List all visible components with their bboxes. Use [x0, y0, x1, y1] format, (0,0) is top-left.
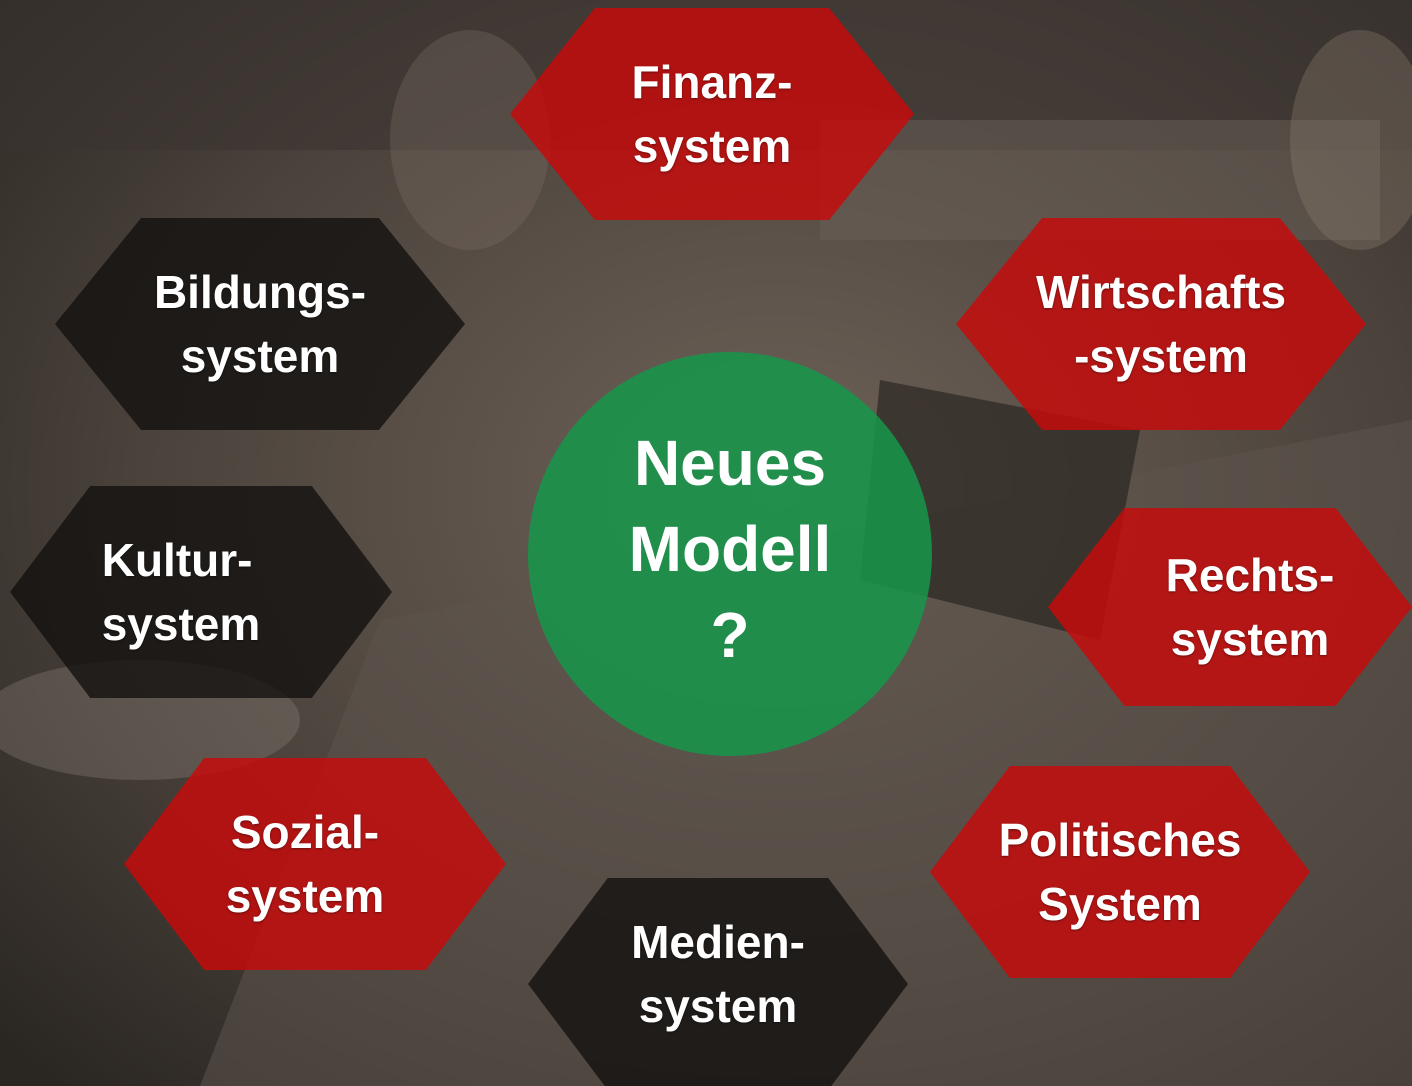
node-wirtschaftssystem: Wirtschafts -system: [956, 218, 1366, 430]
node-label: Kultur- system: [101, 534, 261, 650]
node-label: Medien- system: [631, 916, 805, 1032]
node-label: Rechts- system: [1165, 549, 1335, 665]
center-node-neues-modell: Neues Modell ?: [528, 352, 932, 756]
node-bildungssystem: Bildungs- system: [55, 218, 465, 430]
node-kultursystem: Kultur- system: [10, 486, 392, 698]
node-finanzsystem: Finanz- system: [510, 8, 914, 220]
node-mediensystem: Medien- system: [528, 878, 908, 1086]
node-label: Politisches System: [998, 814, 1242, 930]
node-label: Wirtschafts -system: [1035, 266, 1287, 382]
center-label: Neues Modell ?: [628, 427, 832, 671]
node-label: Sozial- system: [225, 806, 385, 922]
node-sozialsystem: Sozial- system: [124, 758, 506, 970]
node-politisches-system: Politisches System: [930, 766, 1310, 978]
node-label: Bildungs- system: [153, 266, 367, 382]
node-rechtssystem: Rechts- system: [1048, 508, 1412, 706]
node-label: Finanz- system: [631, 56, 793, 172]
